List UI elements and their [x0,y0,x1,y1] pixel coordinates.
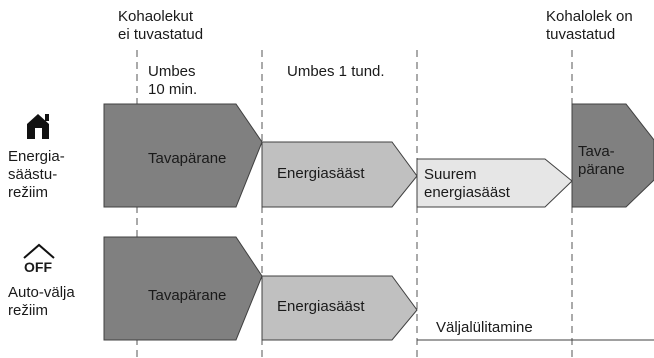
label-approx-10min: Umbes 10 min. [148,63,198,98]
row1-stage-label-saving: Energiasääst [277,165,365,182]
row1-label: Energia- säästu- režiim [8,148,65,201]
label-detected: Kohalolek on tuvastatud [546,8,633,43]
row1-stage-label-normal-end: Tava- pärane [578,143,625,178]
svg-text:OFF: OFF [24,259,52,275]
home-energy-icon [27,114,49,139]
row2-stage-normal [103,236,263,341]
row1-stage-label-more-saving: Suurem energiasääst [424,166,510,201]
label-approx-1h: Umbes 1 tund. [287,63,385,80]
row1-stage-normal-end [571,103,654,208]
row2-stage-label-normal: Tavapärane [148,287,227,304]
row1-stage-more-saving [416,158,573,208]
row2-stage-label-off: Väljalülitamine [436,319,533,336]
row1-stage-saving [261,141,418,208]
row2-stage-label-saving: Energiasääst [277,298,365,315]
row2-stage-saving [261,275,418,341]
label-not-detected: Kohaolekut ei tuvastatud [118,8,204,43]
row1-stage-label-normal: Tavapärane [148,150,227,167]
row1-stage-normal [103,103,263,208]
off-timer-icon: OFF [23,243,55,275]
row2-label: Auto-välja režiim [8,284,75,319]
